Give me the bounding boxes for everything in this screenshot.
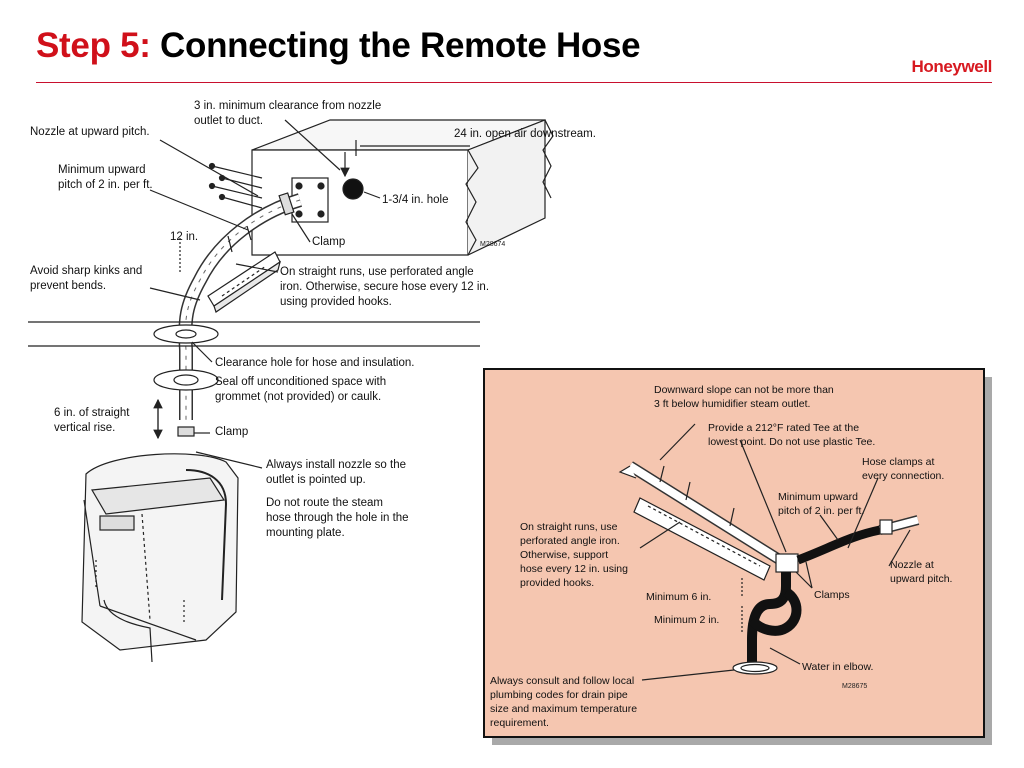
label-min-pitch: Minimum upward bbox=[58, 164, 146, 176]
inset-tee-2: lowest point. Do not use plastic Tee. bbox=[708, 436, 875, 448]
inset-angle-iron bbox=[633, 497, 771, 581]
duct bbox=[251, 119, 554, 256]
label-noroute: Do not route the steam bbox=[266, 497, 383, 509]
title-divider bbox=[36, 82, 992, 83]
label-open-air: 24 in. open air downstream. bbox=[454, 128, 596, 140]
label-hole: 1-3/4 in. hole bbox=[382, 194, 449, 206]
inset-clamps-every-2: every connection. bbox=[862, 470, 944, 482]
figure-code-left: M28674 bbox=[480, 241, 505, 248]
inset-consult-3: size and maximum temperature bbox=[490, 703, 637, 715]
label-nozzle-pitch: Nozzle at upward pitch. bbox=[30, 126, 150, 138]
inset-clamps: Clamps bbox=[814, 589, 850, 601]
honeywell-logo: Honeywell bbox=[911, 57, 993, 76]
label-always: Always install nozzle so the bbox=[266, 459, 406, 471]
label-clamp-bottom: Clamp bbox=[215, 426, 248, 438]
label-seal-2: grommet (not provided) or caulk. bbox=[215, 391, 381, 403]
title-step: Step 5: bbox=[36, 26, 151, 65]
left-installation-diagram bbox=[28, 119, 554, 663]
inset-consult-4: requirement. bbox=[490, 717, 549, 729]
duct-hole bbox=[342, 178, 364, 200]
label-straight-3: using provided hooks. bbox=[280, 296, 392, 308]
inset-min6: Minimum 6 in. bbox=[646, 591, 711, 603]
inset-consult-2: plumbing codes for drain pipe bbox=[490, 689, 628, 701]
inset-slope-2: 3 ft below humidifier steam outlet. bbox=[654, 398, 810, 410]
figure-code-right: M28675 bbox=[842, 683, 867, 690]
label-rise-2: vertical rise. bbox=[54, 422, 115, 434]
label-clearance-hole: Clearance hole for hose and insulation. bbox=[215, 357, 414, 369]
label-straight: On straight runs, use perforated angle bbox=[280, 266, 474, 278]
label-clamp-top: Clamp bbox=[312, 236, 345, 248]
inset-slope: Downward slope can not be more than bbox=[654, 384, 834, 396]
inset-consult: Always consult and follow local bbox=[490, 675, 634, 687]
label-noroute-2: hose through the hole in the bbox=[266, 512, 409, 524]
inset-runs-3: Otherwise, support bbox=[520, 549, 608, 561]
perforated-angle-iron bbox=[207, 225, 281, 313]
inset-runs: On straight runs, use bbox=[520, 521, 618, 533]
title-text: Connecting the Remote Hose bbox=[160, 26, 641, 65]
inset-pitch-2: pitch of 2 in. per ft. bbox=[778, 505, 864, 517]
label-always-2: outlet is pointed up. bbox=[266, 474, 366, 486]
page-title: Step 5: Connecting the Remote Hose bbox=[36, 26, 641, 66]
inset-runs-2: perforated angle iron. bbox=[520, 535, 620, 547]
inset-water: Water in elbow. bbox=[802, 661, 873, 673]
humidifier-unit bbox=[81, 453, 239, 663]
label-straight-2: iron. Otherwise, secure hose every 12 in… bbox=[280, 281, 489, 293]
label-seal: Seal off unconditioned space with bbox=[215, 376, 386, 388]
drain-drawing bbox=[618, 423, 920, 681]
inset-runs-5: provided hooks. bbox=[520, 577, 594, 589]
label-clearance-2: outlet to duct. bbox=[194, 115, 263, 127]
inset-pitch: Minimum upward bbox=[778, 491, 858, 503]
label-kinks-2: prevent bends. bbox=[30, 280, 106, 292]
label-kinks: Avoid sharp kinks and bbox=[30, 265, 142, 277]
inset-tee: Provide a 212°F rated Tee at the bbox=[708, 422, 859, 434]
inset-nozzle-2: upward pitch. bbox=[890, 573, 952, 585]
label-rise: 6 in. of straight bbox=[54, 407, 130, 419]
inset-runs-4: hose every 12 in. using bbox=[520, 563, 628, 575]
label-min-pitch-2: pitch of 2 in. per ft. bbox=[58, 179, 153, 191]
label-clearance: 3 in. minimum clearance from nozzle bbox=[194, 100, 381, 112]
inset-labels: Downward slope can not be more than 3 ft… bbox=[490, 384, 952, 729]
label-12in: 12 in. bbox=[170, 231, 198, 243]
drain-inset: Downward slope can not be more than 3 ft… bbox=[483, 368, 992, 745]
inset-clamps-every: Hose clamps at bbox=[862, 456, 934, 468]
label-noroute-3: mounting plate. bbox=[266, 527, 345, 539]
inset-min2: Minimum 2 in. bbox=[654, 614, 719, 626]
inset-nozzle: Nozzle at bbox=[890, 559, 934, 571]
left-diagram-labels: 3 in. minimum clearance from nozzle outl… bbox=[30, 100, 596, 539]
